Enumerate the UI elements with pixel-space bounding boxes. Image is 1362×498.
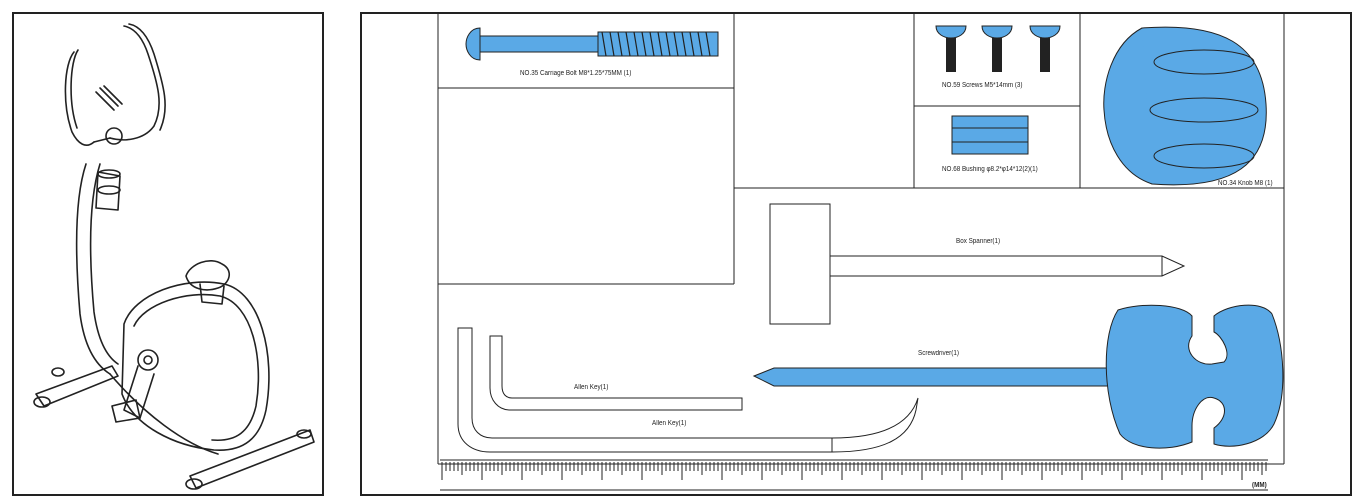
- ruler-unit-label: (MM): [1252, 482, 1267, 489]
- bike-illustration-panel: [12, 12, 324, 496]
- parts-drawings: [437, 14, 1285, 491]
- screws-label: NO.59 Screws M5*14mm (3): [942, 82, 1023, 89]
- box-spanner-label: Box Spanner(1): [956, 238, 1001, 245]
- screws-drawing: [935, 25, 1061, 72]
- box-spanner-drawing: [769, 203, 1186, 325]
- ruler: [440, 459, 1268, 491]
- allen-key-small-label: Allen Key(1): [574, 384, 609, 391]
- knob-drawing: [1103, 26, 1267, 186]
- allen-keys-drawing: [457, 327, 919, 453]
- parts-list-panel: NO.35 Carriage Bolt M8*1.25*75MM (1) NO.…: [360, 12, 1352, 496]
- bushing-drawing: [951, 115, 1029, 155]
- allen-key-large-label: Allen Key(1): [652, 420, 687, 427]
- screwdriver-label: Screwdriver(1): [918, 350, 959, 357]
- ruler-ticks: [441, 462, 1267, 480]
- screwdriver-drawing: [752, 304, 1284, 449]
- carriage-bolt-label: NO.35 Carriage Bolt M8*1.25*75MM (1): [520, 70, 632, 77]
- bushing-label: NO.68 Bushing φ8.2*φ14*12(2)(1): [942, 166, 1038, 173]
- knob-label: NO.34 Knob M8 (1): [1218, 180, 1273, 187]
- exercise-bike-drawing: [33, 23, 315, 490]
- carriage-bolt-drawing: [465, 27, 719, 61]
